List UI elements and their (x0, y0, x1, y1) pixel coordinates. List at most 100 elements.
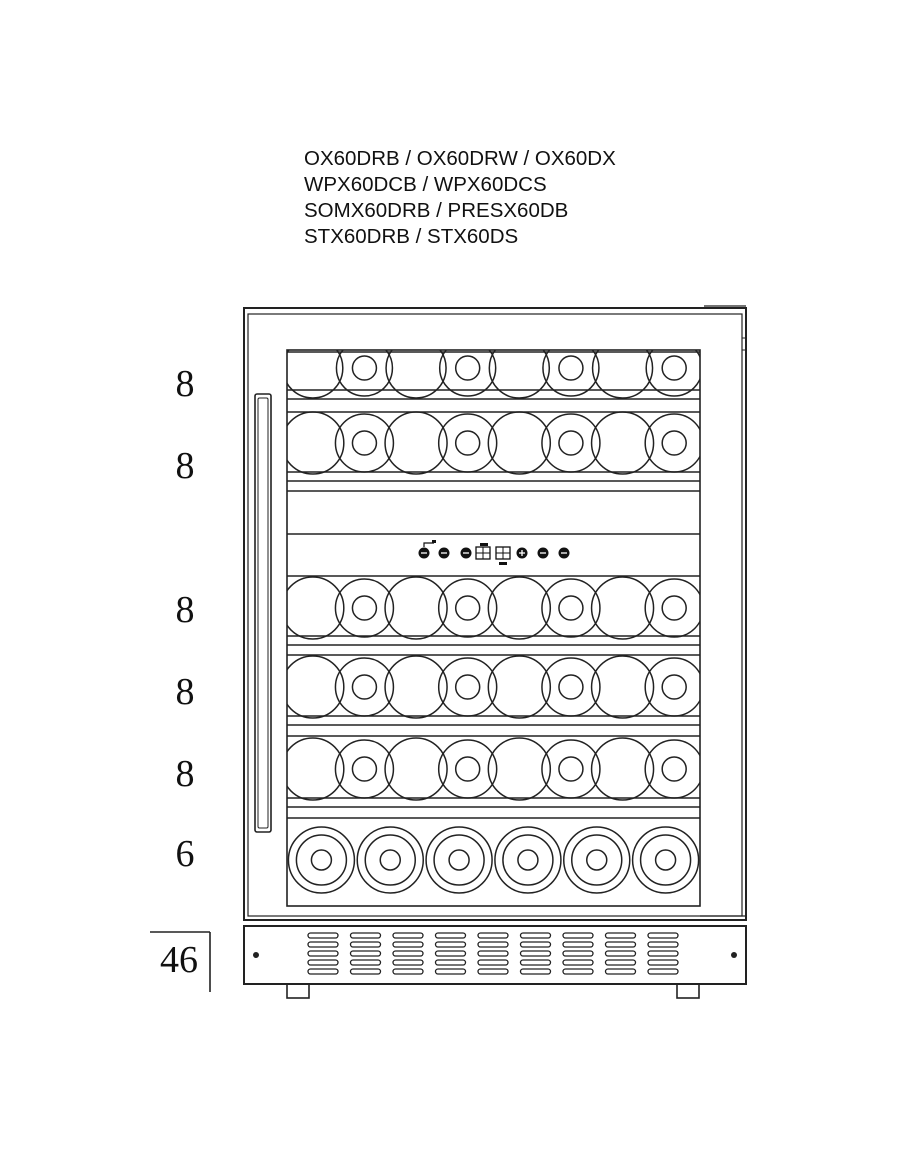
bottle-base (487, 737, 552, 801)
vent-slot (477, 959, 509, 966)
vent-grille (307, 932, 679, 975)
vent-slot (434, 950, 467, 957)
shelf-capacity: 8 (175, 589, 195, 631)
bottle-base (437, 657, 498, 717)
kickplate (243, 925, 747, 985)
vent-slot (477, 950, 509, 957)
bottle-neck (558, 355, 584, 381)
vent-slot (307, 941, 339, 948)
bottle-base (631, 826, 700, 894)
control-panel (418, 540, 570, 565)
vent-slot (604, 941, 637, 948)
vent-slot (604, 968, 637, 975)
bottle-neck (310, 849, 333, 871)
vent-slot (349, 959, 382, 966)
bottle-neck (351, 674, 378, 700)
bottle-neck (661, 355, 687, 381)
vent-slot (349, 968, 382, 975)
vent-slot (392, 959, 424, 966)
vent-slot (434, 932, 467, 939)
bottle-base (384, 737, 448, 801)
model-line: WPX60DCB / WPX60DCS (304, 173, 547, 196)
bottle-base (334, 657, 395, 717)
zone-indicator (480, 543, 488, 546)
bottle-neck (586, 849, 608, 871)
vent-slot (647, 941, 679, 948)
model-line: SOMX60DRB / PRESX60DB (304, 199, 569, 222)
bottle-base (287, 411, 345, 475)
bottle-neck (517, 849, 539, 871)
vent-slot (519, 968, 552, 975)
bottle-neck (454, 674, 481, 700)
screw (253, 952, 259, 958)
bottle-base (488, 350, 551, 399)
bottle-base (494, 826, 562, 894)
bottle-base (384, 411, 448, 475)
bottle-neck (454, 355, 481, 381)
bottle-neck (661, 595, 687, 621)
bottle-base (433, 834, 485, 886)
bottle-base (425, 826, 493, 894)
shelf-capacity: 8 (175, 753, 195, 795)
bottle-base (334, 739, 395, 799)
vent-slot (477, 932, 509, 939)
bottle-base (287, 655, 345, 719)
vent-slot (647, 932, 679, 939)
bottle-base (644, 657, 700, 717)
bottle-base (590, 411, 655, 475)
bottle-neck (454, 430, 481, 456)
hinge-detail (741, 337, 747, 351)
bottle-neck (448, 849, 470, 871)
vent-slot (349, 950, 382, 957)
zone-indicator (499, 562, 507, 565)
shelf-capacity: 8 (175, 445, 195, 487)
bottle-base (384, 576, 448, 640)
bottle-neck (661, 674, 687, 700)
bottle-base (571, 834, 623, 886)
bottle-base (287, 737, 345, 801)
bottle-neck (661, 756, 687, 782)
bottle-neck (558, 430, 584, 456)
vent-slot (647, 950, 679, 957)
vent-slot (562, 941, 594, 948)
shelf-row (287, 817, 700, 894)
shelf-row (287, 735, 700, 808)
bottle-base (644, 413, 700, 473)
shelf-capacity: 6 (175, 833, 195, 875)
vent-slot (307, 950, 339, 957)
bottle-base (287, 826, 356, 894)
bottle-neck (654, 849, 677, 871)
vent-slot (349, 932, 382, 939)
vent-slot (434, 959, 467, 966)
bottle-base (487, 576, 552, 640)
vent-slot (519, 950, 552, 957)
bottle-base (541, 413, 601, 473)
bottle-neck (558, 595, 584, 621)
vent-slot (307, 959, 339, 966)
bottle-base (644, 739, 700, 799)
bottle-base (645, 350, 700, 397)
bottle-base (541, 739, 601, 799)
shelf-row (287, 350, 700, 400)
bottle-base (364, 834, 416, 886)
bottle-base (437, 413, 498, 473)
door-handle (254, 393, 272, 833)
door-frame (247, 313, 743, 917)
model-list: OX60DRB / OX60DRW / OX60DX WPX60DCB / WP… (304, 146, 616, 250)
bottle-neck (351, 595, 378, 621)
bottle-neck (379, 849, 401, 871)
door-handle-inner (257, 397, 269, 829)
foot (286, 983, 310, 999)
bottle-base (591, 350, 654, 399)
bottle-base (502, 834, 554, 886)
total-capacity: 46 (160, 939, 198, 981)
vent-slot (562, 959, 594, 966)
bottle-base (335, 350, 394, 397)
bottle-base (590, 655, 655, 719)
vent-slot (349, 941, 382, 948)
vent-slot (519, 941, 552, 948)
vent-slot (562, 968, 594, 975)
vent-slot (392, 950, 424, 957)
vent-slot (477, 968, 509, 975)
bottle-base (385, 350, 447, 399)
